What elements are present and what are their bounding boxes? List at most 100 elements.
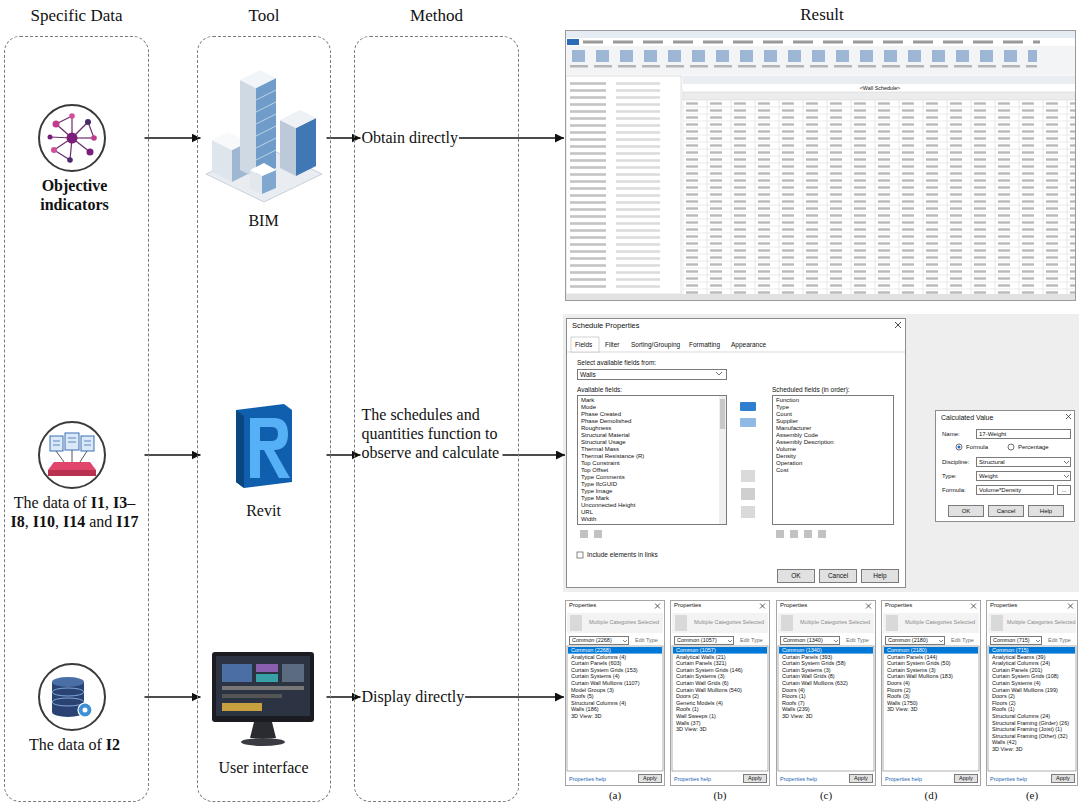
ui-text: Walls [577, 369, 727, 380]
properties-panel-screenshot [655, 604, 660, 609]
revit-screenshot [566, 76, 681, 294]
ui-text: Properties [780, 602, 807, 609]
documents-icon [84, 441, 91, 442]
ui-text: OK [777, 569, 815, 583]
monitor-illustration [256, 664, 278, 672]
screenshot: <Wall Schedule> [565, 30, 1076, 301]
bim-illustration [256, 150, 276, 160]
ui-text: Fields [575, 341, 592, 348]
ui-text: 3D View: 3D [782, 713, 812, 720]
bim-illustration [256, 102, 276, 112]
flow-arrow [145, 696, 201, 698]
documents-icon [56, 450, 87, 462]
ui-text: Select available fields from: [577, 359, 656, 366]
properties-panel-screenshot [883, 646, 979, 771]
method-step: Obtain directly [362, 128, 458, 147]
method-text: Obtain directly [362, 128, 458, 147]
calculated-value-screenshot [988, 505, 1024, 517]
revit-logo [264, 450, 290, 478]
properties-panel-screenshot [778, 613, 874, 633]
properties-panel-screenshot [881, 600, 981, 786]
ui-text: Include elements in links [587, 551, 658, 558]
monitor-illustration [212, 652, 314, 722]
properties-panel-screenshot [986, 600, 1078, 786]
list-item: Operation [776, 460, 802, 467]
revit-logo [250, 418, 288, 450]
database-icon [83, 708, 88, 713]
ui-text: Formula: [942, 487, 966, 494]
list-item: Function [776, 397, 799, 404]
flow-arrow [327, 696, 361, 698]
column-heading: Specific Data [5, 6, 148, 26]
ui-text: Roofs (1) [676, 706, 699, 713]
documents-icon [80, 451, 87, 462]
properties-panel-screenshot [989, 647, 1075, 654]
documents-icon [53, 445, 60, 446]
schedule-dialog-screenshot [741, 488, 755, 500]
schedule-dialog-screenshot [563, 314, 1079, 592]
ui-text: Floors (2) [992, 700, 1016, 707]
network-icon [39, 105, 105, 171]
dialog-window: Calculated ValueName:17-WeightFormulaPer… [935, 410, 1075, 522]
ui-text: Walls (239) [782, 706, 810, 713]
revit-screenshot [565, 38, 1076, 46]
ui-text: Floors (2) [887, 687, 911, 694]
revit-screenshot [565, 30, 1076, 38]
ui-text: <Wall Schedule> [684, 85, 1076, 92]
properties-panel-screenshot [728, 640, 732, 642]
revit-screenshot [566, 80, 681, 290]
ui-text: Sorting/Grouping [631, 341, 680, 348]
bim-illustration [240, 70, 276, 88]
column-heading: Method [355, 6, 518, 26]
schedule-dialog-screenshot [566, 352, 906, 353]
ui-text: Properties [569, 602, 596, 609]
list-box: MarkModePhase CreatedPhase DemolishedRou… [577, 395, 727, 525]
network-icon [91, 135, 97, 141]
list-item: Count [776, 411, 792, 418]
schedule-dialog-screenshot [716, 372, 722, 375]
revit-screenshot [683, 84, 1075, 92]
monitor-illustration [222, 703, 262, 711]
ui-text: Common (715) [992, 647, 1029, 654]
schedule-dialog-screenshot [566, 318, 906, 588]
properties-panel-screenshot [988, 646, 1076, 771]
documents-icon [50, 436, 63, 451]
ui-text: Discipline: [942, 459, 969, 466]
schedule-dialog-screenshot [740, 402, 756, 411]
data-label: The data of I2 [6, 732, 144, 754]
ui-text: Calculated Value [941, 414, 993, 422]
monitor-illustration [222, 686, 304, 690]
ui-text: Edit Type [951, 637, 974, 643]
calculated-value-screenshot [958, 446, 961, 449]
revit-screenshot [565, 46, 1076, 74]
ui-text: Curtain System Grids (146) [676, 667, 743, 674]
bim-illustration [250, 163, 276, 176]
method-step: The schedules and quantities function to… [362, 405, 502, 463]
list-item: Thermal Resistance (R) [581, 453, 644, 460]
network-icon [87, 149, 94, 156]
bim-illustration [280, 120, 296, 176]
list-item: Density [776, 453, 796, 460]
ui-text: Properties [674, 602, 701, 609]
list-item: Phase Created [581, 411, 621, 418]
ui-text: Floors (1) [782, 693, 806, 700]
list-item: Roughness [581, 425, 611, 432]
text-run: I1 [91, 494, 105, 511]
ui-text: Structural Columns (24) [992, 713, 1050, 720]
revit-screenshot [565, 30, 1076, 301]
ui-text: Apply [638, 774, 662, 783]
ui-text: Curtain Wall Mullions (1107) [571, 680, 639, 687]
revit-screenshot [580, 38, 1040, 46]
ui-text: Curtain Wall Mullions (199) [992, 687, 1058, 694]
ui-text: Walls (37) [676, 720, 701, 727]
tool-item: User interface [202, 645, 326, 777]
list-box: FunctionTypeCountSupplierManufacturerAss… [772, 395, 894, 525]
list-item: Type Mark [581, 495, 609, 502]
network-icon [48, 135, 53, 140]
column-heading: Tool [198, 6, 330, 26]
ui-text: Analytical Columns (4) [571, 654, 626, 661]
revit-screenshot [565, 294, 1076, 301]
properties-panel-screenshot [1036, 640, 1040, 642]
properties-panel-screenshot [638, 774, 662, 783]
database-icon [39, 664, 105, 730]
